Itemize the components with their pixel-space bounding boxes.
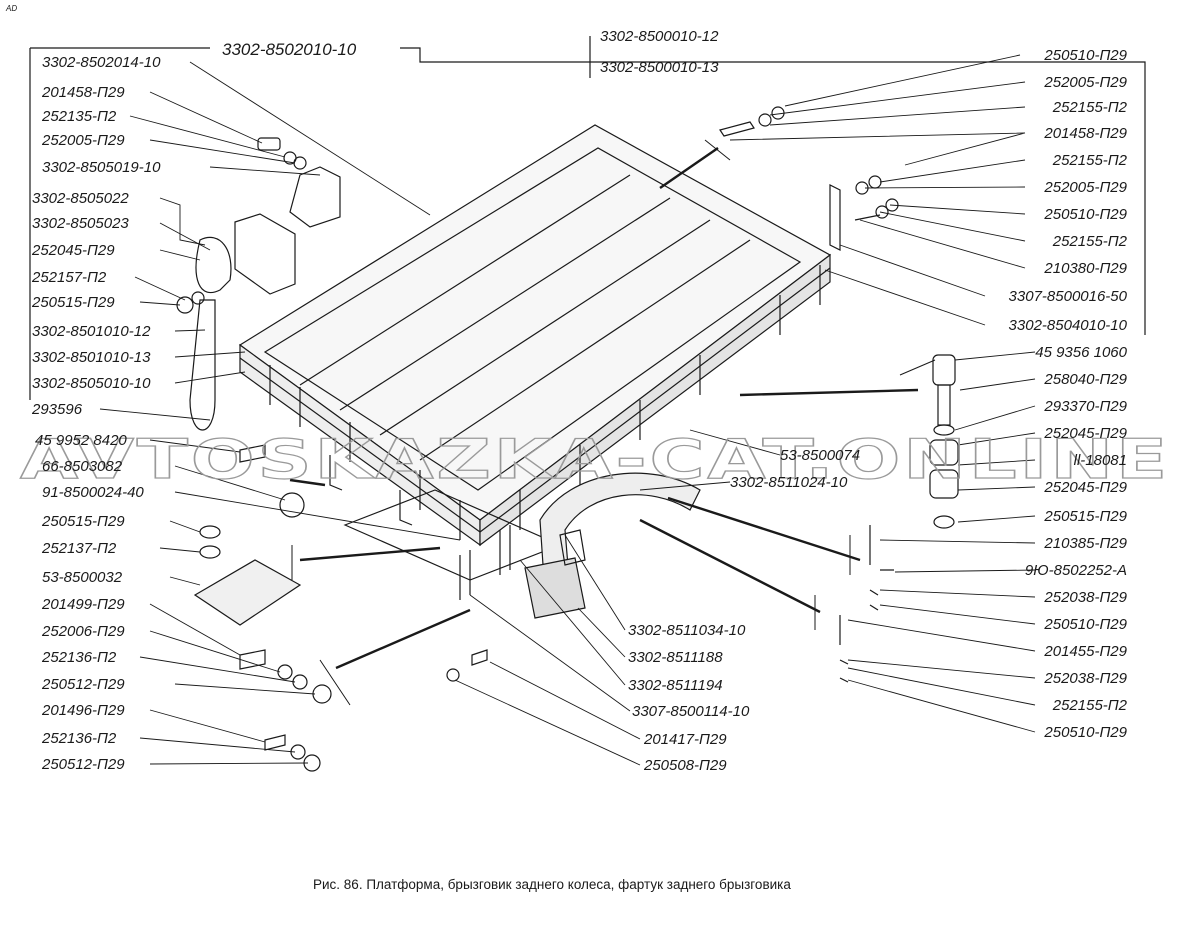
part-number-label: 9Ю-8502252-А (1025, 562, 1127, 579)
part-number-label: 252135-П2 (41, 108, 117, 125)
part-number-label: 3302-8505010-10 (32, 375, 151, 392)
part-number-label: 250512-П29 (41, 676, 125, 693)
part-number-label: 3307-8500114-10 (632, 703, 750, 720)
part-number-label: 3302-8501010-12 (32, 323, 151, 340)
part-number-label: 250510-П29 (1043, 206, 1127, 223)
lower-left-parts (193, 444, 511, 772)
part-number-label: 3307-8500016-50 (1009, 288, 1128, 305)
part-number-label: 250510-П29 (1043, 724, 1127, 741)
part-number-label: 252038-П29 (1043, 670, 1127, 687)
part-number-label: 252005-П29 (1043, 179, 1127, 196)
part-number-label: 210380-П29 (1043, 260, 1127, 277)
group-label-platform: 3302-8502010-10 (222, 40, 357, 59)
part-number-label: 252137-П2 (41, 540, 117, 557)
part-number-label: 3302-8511024-10 (730, 474, 848, 491)
part-number-label: 252155-П2 (1052, 233, 1128, 250)
latch-parts-left (176, 137, 341, 431)
part-number-label: 252136-П2 (41, 649, 117, 666)
bolt-stack-right (839, 354, 959, 683)
part-number-label: 3302-8501010-13 (32, 349, 151, 366)
left-label-column: 3302-8502014-10 201458-П29 252135-П2 252005… (31, 54, 161, 773)
part-number-label: 201455-П29 (1043, 643, 1127, 660)
part-number-label: 252155-П2 (1052, 697, 1128, 714)
part-number-label: 201458-П29 (41, 84, 125, 101)
group-bracket-line (30, 47, 1146, 335)
part-number-label: 201417-П29 (643, 731, 727, 748)
leader-lines (99, 54, 1036, 766)
part-number-label: 293596 (31, 401, 83, 418)
part-number-label: 252045-П29 (1043, 425, 1127, 442)
part-number-label: 250510-П29 (1043, 47, 1127, 64)
corner-mark: AD (5, 4, 17, 13)
mudguard (524, 472, 701, 619)
part-number-label: 45 9356 1060 (1035, 344, 1127, 361)
figure-caption: Рис. 86. Платформа, брызговик заднего ко… (313, 877, 791, 892)
part-number-label: 201458-П29 (1043, 125, 1127, 142)
part-number-label: 252155-П2 (1052, 152, 1128, 169)
part-number-label: 53-8500032 (42, 569, 123, 586)
break-marks (291, 139, 936, 706)
part-number-label: 250515-П29 (31, 294, 115, 311)
part-number-label: 3302-8511194 (628, 677, 723, 694)
part-number-label: 252005-П29 (41, 132, 125, 149)
part-number-label: 53-8500074 (780, 447, 860, 464)
part-number-label: 3302-8502014-10 (42, 54, 161, 71)
part-number-label: 201499-П29 (41, 596, 125, 613)
group-label-variant-12: 3302-8500010-12 (600, 28, 719, 45)
part-number-label: 250508-П29 (643, 757, 727, 774)
assembly-lines (289, 147, 919, 670)
part-number-label: 252045-П29 (1043, 479, 1127, 496)
platform-body (238, 124, 832, 581)
part-number-label: 201496-П29 (41, 702, 125, 719)
part-number-label: 250515-П29 (41, 513, 125, 530)
part-number-label: 210385-П29 (1043, 535, 1127, 552)
part-number-label: 252155-П2 (1052, 99, 1128, 116)
group-label-variant-13: 3302-8500010-13 (600, 59, 719, 76)
part-number-label: 3302-8505022 (32, 190, 129, 207)
part-number-label: 252045-П29 (31, 242, 115, 259)
part-number-label: 3302-8504010-10 (1009, 317, 1128, 334)
part-number-label: 3302-8511188 (628, 649, 723, 666)
part-number-label: 252006-П29 (41, 623, 125, 640)
part-number-label: 250510-П29 (1043, 616, 1127, 633)
part-number-label: 3302-8505023 (32, 215, 129, 232)
part-number-label: 91-8500024-40 (42, 484, 144, 501)
watermark-text: AVTOSKAZKA-CAT.ONLINE (20, 428, 1170, 491)
part-number-label: 250515-П29 (1043, 508, 1127, 525)
part-number-label: 66-8503082 (42, 458, 123, 475)
part-number-label: 3302-8511034-10 (628, 622, 746, 639)
part-number-label: 45 9952 8420 (35, 432, 127, 449)
center-label-group: 53-8500074 3302-8511024-10 3302-8511034-10… (628, 447, 860, 774)
drawing-art (29, 36, 1146, 772)
part-number-label: 3302-8505019-10 (42, 159, 161, 176)
part-number-label: 252005-П29 (1043, 74, 1127, 91)
right-label-column: 250510-П29 252005-П29 252155-П2 201458-П29 2… (1009, 47, 1128, 741)
part-number-label: 252038-П29 (1043, 589, 1127, 606)
part-number-label: 252136-П2 (41, 730, 117, 747)
part-number-label: ll-18081 (1074, 452, 1127, 469)
part-number-label: 250512-П29 (41, 756, 125, 773)
part-number-label: 252157-П2 (31, 269, 107, 286)
part-number-label: 293370-П29 (1043, 398, 1127, 415)
part-number-label: 258040-П29 (1043, 371, 1127, 388)
